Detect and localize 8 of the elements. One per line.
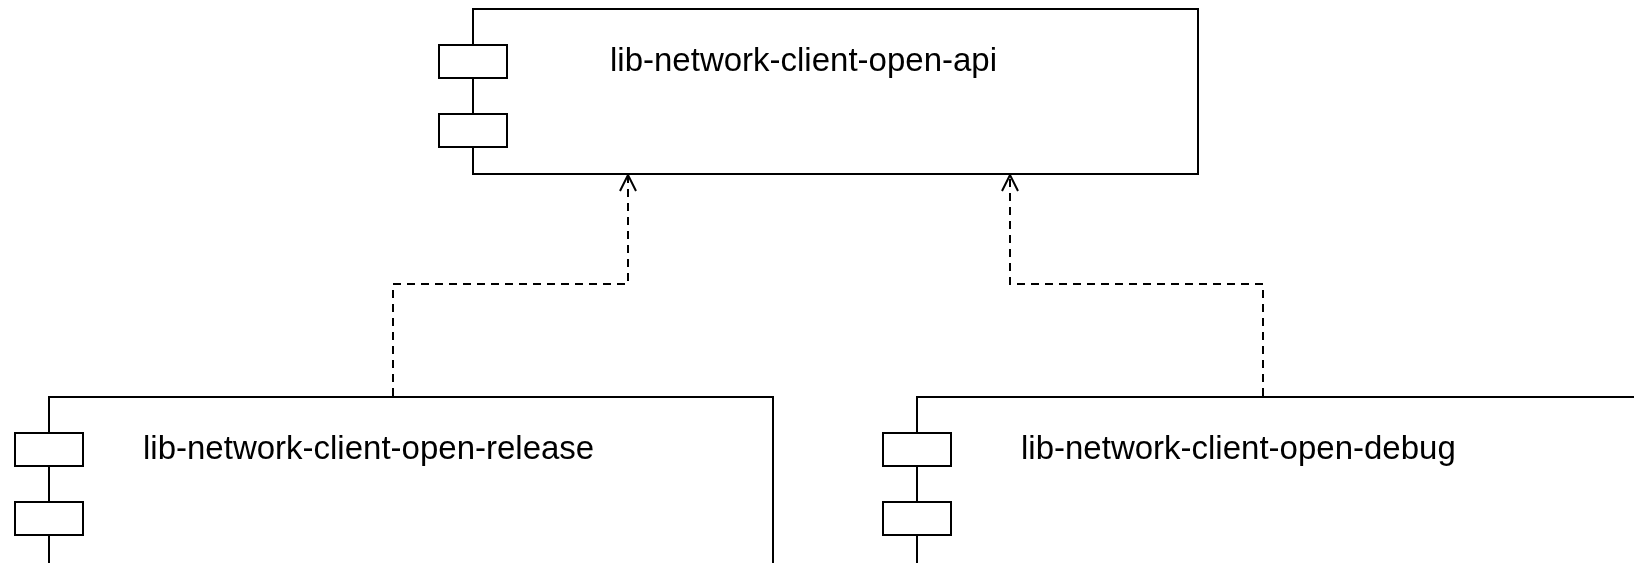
component-name: lib-network-client-open-api bbox=[610, 40, 997, 80]
component-box bbox=[916, 396, 1634, 563]
component-box bbox=[48, 396, 774, 563]
component-name: lib-network-client-open-release bbox=[143, 428, 595, 468]
component-box bbox=[472, 8, 1199, 175]
dependency-arrow bbox=[1001, 174, 1264, 397]
component-name: lib-network-client-open-debug bbox=[1021, 428, 1456, 468]
dependency-arrow bbox=[392, 174, 637, 397]
